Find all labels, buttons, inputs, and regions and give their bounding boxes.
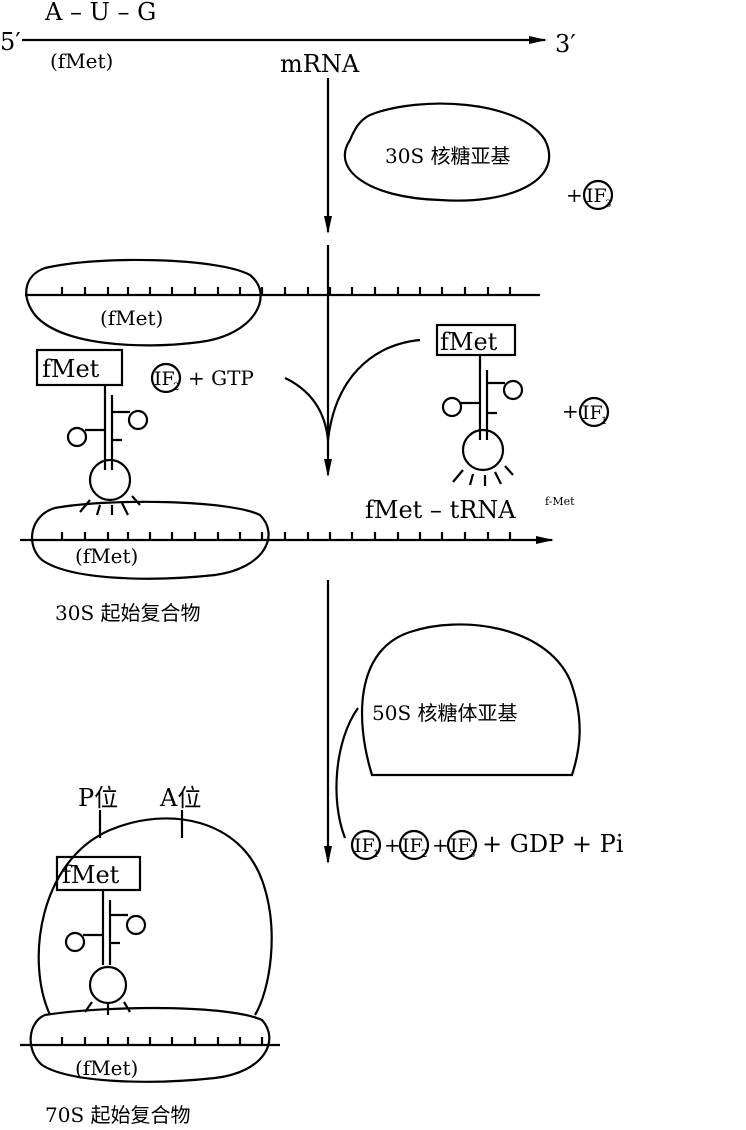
fmet-box (55, 855, 142, 892)
30s-initiation-complex: (fMet) 30S 起始复合物 (20, 500, 554, 625)
if-circle (150, 362, 182, 394)
if-subscript: 3 (605, 199, 611, 210)
merge-curve-left (284, 377, 330, 441)
plus-sign: + (562, 399, 579, 423)
fmet-trna-left: fMet (35, 348, 149, 516)
gdp-pi-label: + GDP + Pi (482, 830, 624, 858)
if1-label: IF (582, 402, 603, 424)
if3-added: + IF 3 (566, 179, 614, 211)
if2-label: IF (402, 835, 423, 857)
p-site-label: P位 (78, 784, 118, 812)
if-subscript: 1 (601, 416, 607, 427)
bound-aa-label: (fMet) (75, 544, 138, 568)
if-circle (350, 829, 382, 861)
release-curve (335, 707, 359, 839)
70s-initiation-complex: P位 A位 fMet (fMet) 70S 起始复合物 (20, 784, 280, 1127)
50s-subunit-label: 50S 核糖体亚基 (372, 701, 518, 725)
fmet-trna-label: fMet – tRNA f-Met (365, 495, 575, 524)
50s-part (37, 817, 273, 1016)
fmet-box-label: fMet (42, 355, 100, 383)
codon-aa-label: (fMet) (50, 49, 113, 73)
fmet-trna-right: fMet (435, 323, 524, 486)
if-circle (446, 829, 478, 861)
30s-subunit-label: 30S 核糖亚基 (385, 144, 511, 168)
if2-gtp: IF 2 + GTP (150, 362, 254, 394)
if1-added: + IF 1 (562, 396, 610, 428)
trna-label: fMet – tRNA (365, 496, 516, 524)
if2-label: IF (154, 368, 175, 390)
fmet-box (35, 348, 124, 387)
if3-label: IF (586, 185, 607, 207)
if3-label: IF (450, 835, 471, 857)
fmet-box (435, 323, 517, 357)
a-site-label: A位 (159, 784, 201, 812)
mrna-strand-top: 5′ 3′ A – U – G (fMet) mRNA (0, 0, 576, 78)
mrna-label: mRNA (280, 50, 360, 78)
if-subscript: 2 (173, 382, 179, 393)
if-subscript: 1 (373, 849, 379, 860)
plus-sign: + (432, 833, 449, 857)
bound-aa-label: (fMet) (75, 1056, 138, 1080)
gtp-label: + GTP (188, 366, 254, 390)
30s-part (29, 1006, 271, 1083)
70s-complex-label: 70S 起始复合物 (45, 1103, 191, 1127)
if-circle (582, 179, 614, 211)
bound-aa-label: (fMet) (100, 306, 163, 330)
fmet-box-label: fMet (62, 861, 120, 889)
fmet-box-label: fMet (440, 328, 498, 356)
merge-curve-right (326, 338, 421, 441)
released-factors: IF 1 + IF 2 + IF 3 + GDP + Pi (350, 829, 624, 861)
if-subscript: 3 (469, 849, 475, 860)
plus-sign: + (384, 833, 401, 857)
if-subscript: 2 (421, 849, 427, 860)
plus-sign: + (566, 183, 583, 207)
three-prime-label: 3′ (555, 30, 576, 58)
30s-subunit: 30S 核糖亚基 (343, 102, 551, 202)
five-prime-label: 5′ (0, 28, 21, 56)
trna-superscript: f-Met (545, 495, 575, 508)
mrna-30s-if3-complex: (fMet) (25, 258, 540, 347)
start-codon-label: A – U – G (44, 0, 156, 26)
30s-complex-label: 30S 起始复合物 (55, 601, 201, 625)
50s-subunit: 50S 核糖体亚基 (360, 623, 581, 777)
if-circle (578, 396, 610, 428)
if-circle (398, 829, 430, 861)
if1-label: IF (354, 835, 375, 857)
